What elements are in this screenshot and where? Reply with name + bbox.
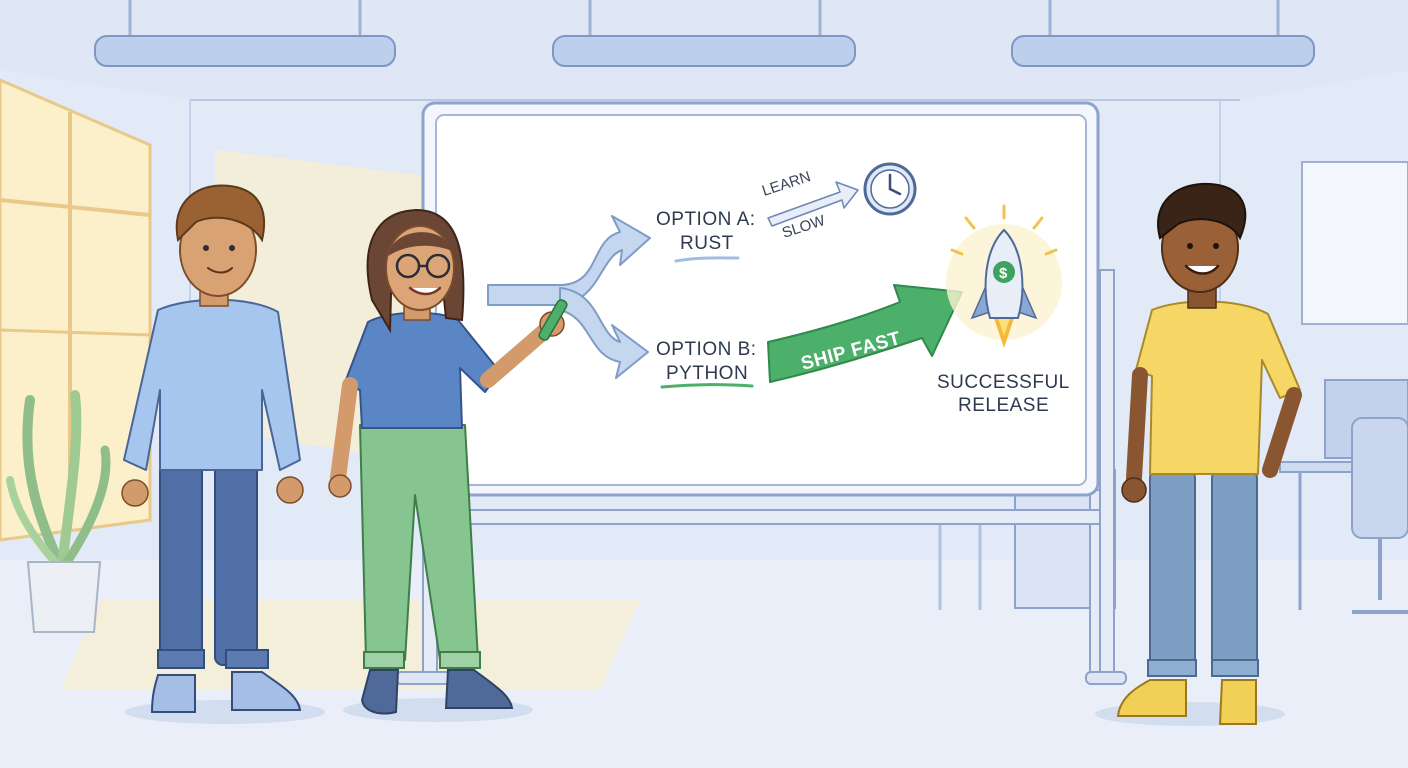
wall-frame: [1301, 161, 1408, 325]
potted-plant: [6, 390, 111, 633]
rocket-dollar-symbol: $: [999, 265, 1008, 282]
option-a-language: RUST: [680, 233, 734, 254]
result-label-line1: SUCCESSFUL: [937, 372, 1070, 393]
option-a-underline: [674, 256, 740, 263]
option-b-underline: [660, 383, 754, 389]
person-left: [121, 184, 325, 724]
whiteboard-stand: [395, 269, 1127, 685]
option-a-label: OPTION A:: [656, 209, 756, 230]
dollar-icon: [993, 261, 1015, 283]
person-center: [328, 208, 568, 722]
whiteboard: [421, 101, 1100, 497]
rocket-icon: $: [946, 204, 1062, 348]
learn-slow-arrow: LEARN SLOW: [760, 168, 859, 242]
ceiling-light-right: [1011, 0, 1315, 67]
floor-sunlight: [60, 600, 640, 690]
option-b-label: OPTION B:: [656, 339, 757, 360]
split-arrow: [487, 215, 651, 379]
ceiling-light-center: [552, 0, 856, 67]
ceiling-light-left: [94, 0, 396, 67]
option-b-language: PYTHON: [666, 363, 748, 384]
clock-icon: [863, 162, 917, 216]
marker-icon: [538, 299, 568, 341]
office-chair: [1351, 417, 1408, 614]
person-right: [1095, 182, 1302, 726]
result-label-line2: RELEASE: [958, 395, 1049, 416]
